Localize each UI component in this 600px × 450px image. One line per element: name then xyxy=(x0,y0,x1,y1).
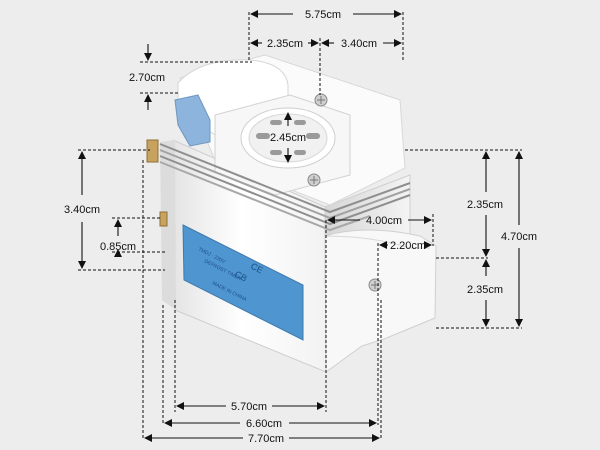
dimension-labels: 5.75cm 2.35cm 3.40cm 2.70cm 2.45cm 3.40c… xyxy=(64,9,537,445)
terminal-bottom xyxy=(159,211,168,227)
dim-cap-height: 2.70cm xyxy=(129,72,165,84)
guide-lines xyxy=(78,12,522,440)
knob-icon xyxy=(240,107,336,169)
dim-bottom-3: 7.70cm xyxy=(248,433,284,445)
screw-icon xyxy=(314,93,328,107)
dim-foot-inner: 2.20cm xyxy=(390,240,426,252)
dimension-arrows xyxy=(78,10,523,442)
dim-right-total: 4.70cm xyxy=(501,231,537,243)
dim-right-lower: 2.35cm xyxy=(467,284,503,296)
latch-clip xyxy=(174,94,211,147)
dim-knob: 2.45cm xyxy=(270,132,306,144)
dim-bottom-1: 5.70cm xyxy=(231,401,267,413)
dim-top-total: 5.75cm xyxy=(305,9,341,21)
dim-bottom-2: 6.60cm xyxy=(246,418,282,430)
dim-left-small: 0.85cm xyxy=(100,241,136,253)
defrost-timer-photo: TMDJ · 220V DEFROST TIMER CE CB MADE IN … xyxy=(146,54,437,373)
dim-left-height: 3.40cm xyxy=(64,204,100,216)
screw-icon xyxy=(368,278,382,292)
rating-label: TMDJ · 220V DEFROST TIMER CE CB MADE IN … xyxy=(182,224,304,341)
screw-icon xyxy=(307,173,321,187)
dim-right-upper: 2.35cm xyxy=(467,199,503,211)
dim-foot-width: 4.00cm xyxy=(366,215,402,227)
dim-top-left: 2.35cm xyxy=(267,38,303,50)
dim-top-right: 3.40cm xyxy=(341,38,377,50)
terminal-top xyxy=(146,139,159,163)
